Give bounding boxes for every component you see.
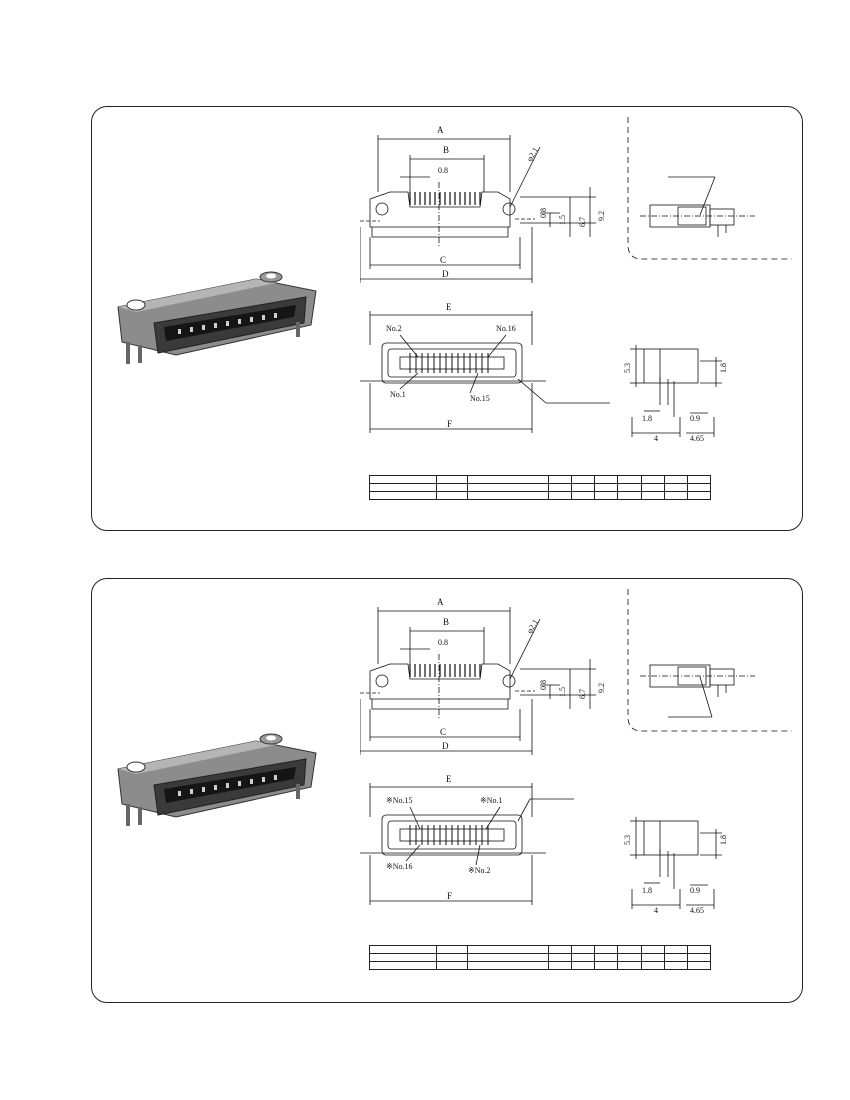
front-view: [360, 607, 596, 755]
dim-label-b: B: [443, 617, 449, 627]
dim-label-b: B: [443, 145, 449, 155]
side-1-8-label: 1.8: [642, 414, 652, 423]
bottom-view: [360, 311, 610, 433]
table-row: [369, 945, 712, 954]
detail-view: [640, 176, 755, 237]
side-4-65-label: 4.65: [690, 906, 704, 915]
height-1-5-label: 1.5: [558, 215, 567, 225]
table-row: [369, 961, 712, 970]
side-0-9-label: 0.9: [690, 886, 700, 895]
side-1-8-vertical-label: 1.8: [719, 363, 728, 373]
table-row: [369, 475, 712, 484]
pin-label-b: ※No.1: [480, 796, 502, 805]
height-9-2-label: 9.2: [597, 683, 606, 693]
product-panel-1: A B 0.8 φ2.1 0.8 1.5 6.7 9.2 C D: [91, 106, 803, 531]
dim-label-c: C: [440, 255, 446, 265]
dim-label-d: D: [442, 741, 449, 751]
side-1-8-vertical-label: 1.8: [719, 835, 728, 845]
dimension-drawing: A B 0.8 φ2.1 0.8 1.5 6.7 9.2 C D: [360, 117, 792, 443]
pin-label-c: ※No.16: [386, 862, 412, 871]
dim-label-f: F: [447, 419, 452, 429]
product-panel-2: A B 0.8 φ2.1 0.8 1.5 6.7 9.2 C D: [91, 578, 803, 1003]
detail-region-outline: [627, 117, 792, 260]
front-view: [360, 135, 596, 283]
height-6-7-label: 6.7: [578, 689, 587, 699]
dimension-drawing: A B 0.8 φ2.1 0.8 1.5 6.7 9.2 C D: [360, 589, 792, 915]
pin-label-b: No.16: [496, 324, 516, 333]
spec-table: [369, 475, 712, 500]
dim-label-f: F: [447, 891, 452, 901]
side-0-9-label: 0.9: [690, 414, 700, 423]
dim-label-e: E: [446, 302, 452, 312]
hole-diameter-label: φ2.1: [525, 618, 540, 635]
side-4-65-label: 4.65: [690, 434, 704, 443]
dim-label-e: E: [446, 774, 452, 784]
connector-photo: [117, 733, 317, 826]
side-4-label: 4: [654, 906, 658, 915]
side-5-3-label: 5.3: [623, 835, 632, 845]
side-4-label: 4: [654, 434, 658, 443]
detail-region-outline: [627, 589, 792, 732]
bottom-view: [360, 783, 574, 905]
height-0-8-label: 0.8: [539, 208, 548, 218]
table-row: [369, 953, 712, 962]
spec-table: [369, 945, 712, 970]
pin-label-a: ※No.15: [386, 796, 412, 805]
dim-label-a: A: [437, 125, 444, 135]
side-view: [630, 817, 722, 909]
dim-label-d: D: [442, 269, 449, 279]
height-6-7-label: 6.7: [578, 217, 587, 227]
connector-photo: [117, 271, 317, 364]
side-5-3-label: 5.3: [623, 363, 632, 373]
table-row: [369, 483, 712, 492]
height-1-5-label: 1.5: [558, 687, 567, 697]
pin-label-a: No.2: [386, 324, 402, 333]
side-1-8-label: 1.8: [642, 886, 652, 895]
pin-label-d: ※No.2: [468, 866, 490, 875]
pin-label-d: No.15: [470, 394, 490, 403]
dim-label-a: A: [437, 597, 444, 607]
pin-label-c: No.1: [390, 390, 406, 399]
height-9-2-label: 9.2: [597, 211, 606, 221]
hole-diameter-label: φ2.1: [525, 146, 540, 163]
pitch-label: 0.8: [438, 638, 448, 647]
detail-view: [640, 664, 755, 718]
dim-label-c: C: [440, 727, 446, 737]
table-row: [369, 491, 712, 500]
side-view: [630, 345, 722, 437]
pitch-label: 0.8: [438, 166, 448, 175]
height-0-8-label: 0.8: [539, 680, 548, 690]
